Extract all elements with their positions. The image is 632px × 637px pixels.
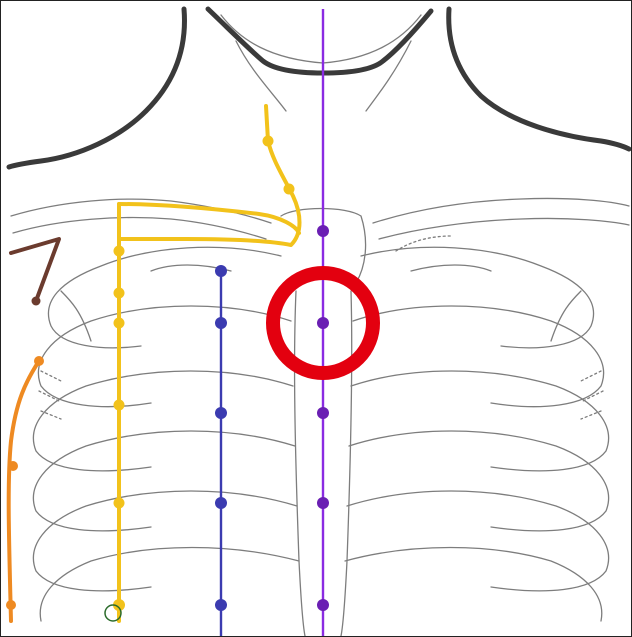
neck-sketch-left (236, 41, 286, 111)
meridian-orange-point-1 (34, 356, 44, 366)
meridian-orange (6, 356, 44, 621)
left-neck-shoulder-outline (9, 9, 184, 167)
meridian-central (317, 9, 329, 636)
meridian-brown (11, 239, 59, 306)
right-clavicle-lower (379, 218, 629, 239)
meridian-brown-point (32, 297, 41, 306)
meridian-orange-point-2 (8, 461, 18, 471)
meridian-blue (215, 265, 227, 636)
right-rib-inner-a (411, 265, 491, 271)
body-outline (9, 9, 629, 167)
right-rib-2 (353, 306, 604, 407)
meridian-central-point-2 (317, 317, 329, 329)
meridian-central-point-1 (317, 225, 329, 237)
meridian-blue-point-4 (215, 497, 227, 509)
meridian-yellow-point-4 (114, 288, 125, 299)
meridian-yellow-point-3 (114, 246, 125, 257)
meridian-yellow-point-1 (263, 136, 274, 147)
meridian-central-point-4 (317, 497, 329, 509)
meridian-yellow-point-5 (114, 318, 125, 329)
right-rib-5 (347, 491, 609, 591)
meridian-yellow-top-bar (119, 204, 299, 233)
left-clavicle-lower (13, 218, 266, 239)
left-rib-5 (33, 491, 297, 591)
meridian-blue-point-2 (215, 317, 227, 329)
right-rib-6 (345, 548, 602, 622)
right-rib-4 (349, 431, 609, 531)
meridian-yellow (105, 106, 300, 621)
meridian-yellow-point-7 (114, 498, 125, 509)
meridian-brown-path (11, 239, 59, 301)
left-rib-2 (38, 306, 291, 407)
left-rib-1 (48, 247, 281, 348)
meridian-blue-point-3 (215, 407, 227, 419)
meridian-blue-point-5 (215, 599, 227, 611)
meridian-blue-point-1 (215, 265, 227, 277)
right-rib-1 (361, 247, 594, 348)
collar-outline (208, 9, 431, 73)
meridian-central-point-3 (317, 407, 329, 419)
meridian-yellow-point-2 (284, 184, 295, 195)
sternum-right-edge (341, 291, 352, 636)
meridian-orange-point-3 (6, 600, 16, 610)
meridian-central-point-5 (317, 599, 329, 611)
right-rib-3 (351, 371, 609, 471)
left-rib-3 (33, 371, 293, 471)
sternum-left-edge (295, 291, 305, 636)
left-rib-4 (33, 431, 295, 531)
meridian-yellow-point-6 (114, 400, 125, 411)
right-clavicle (373, 198, 629, 223)
left-rib-6 (40, 548, 299, 622)
right-neck-shoulder-outline (449, 9, 629, 149)
